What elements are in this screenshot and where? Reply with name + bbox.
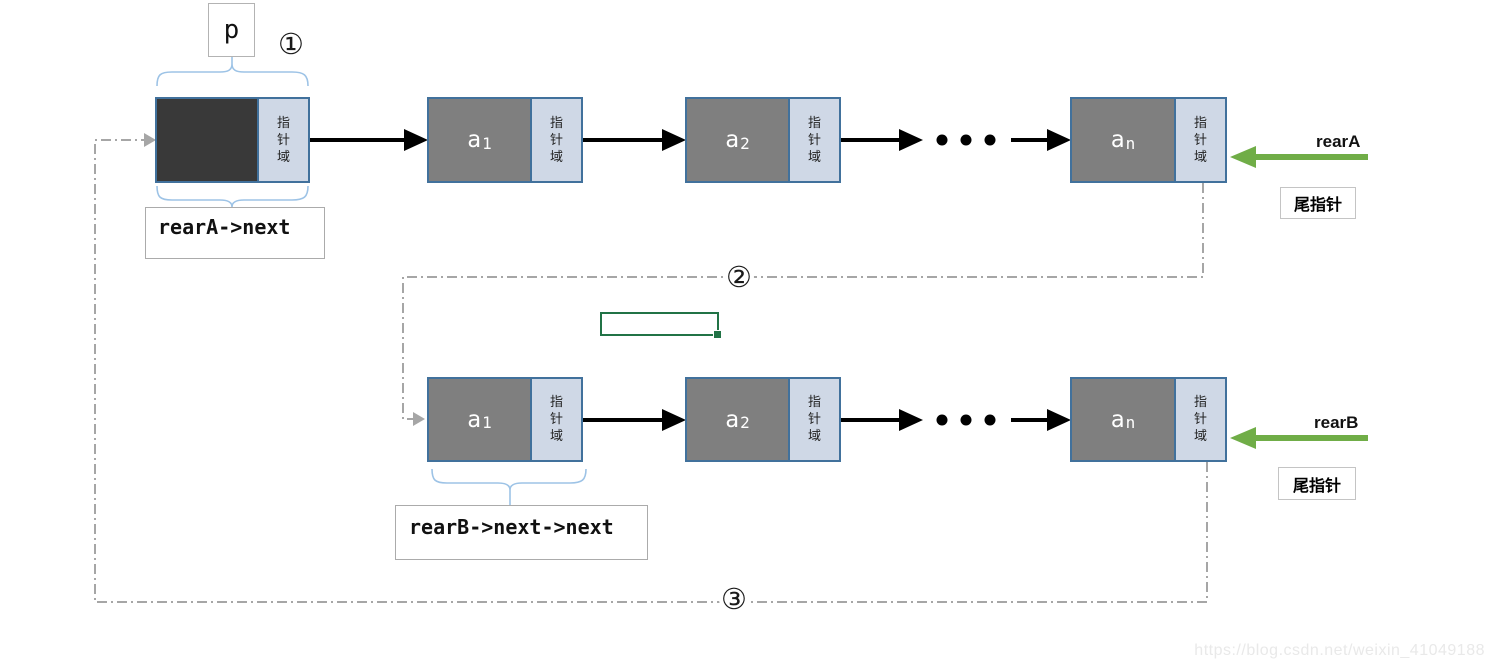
tail-pointer-b-box: 尾指针 bbox=[1278, 467, 1356, 500]
node-label-sub: n bbox=[1125, 413, 1136, 432]
arrow-bottom-dots-to-an-tip-icon bbox=[1047, 409, 1071, 431]
node-pointer-cell: 指针域 bbox=[1174, 99, 1225, 181]
rearB-next-next-label-box: rearB->next->next bbox=[395, 505, 648, 560]
arrow-head-to-a1-tip-icon bbox=[404, 129, 428, 151]
head-node: 指针域 bbox=[155, 97, 310, 183]
node-label: a bbox=[725, 406, 740, 433]
node-pointer-cell: 指针域 bbox=[530, 379, 581, 460]
node-pointer-cell: 指针域 bbox=[530, 99, 581, 181]
node-label: a bbox=[1110, 127, 1125, 153]
rearA-next-label-box: rearA->next bbox=[145, 207, 325, 259]
rearB-label: rearB bbox=[1314, 413, 1359, 432]
arrow-bottom-a2-to-dots-tip-icon bbox=[899, 409, 923, 431]
arrow-bottom-a1-to-a2-tip-icon bbox=[662, 409, 686, 431]
rearB-arrow-tip-icon bbox=[1230, 427, 1256, 449]
rearB-next-next-label: rearB->next->next bbox=[409, 515, 614, 539]
node-label: a bbox=[467, 406, 482, 433]
pointer-field-label: 指针域 bbox=[807, 395, 821, 444]
arrow-top-a2-to-dots-tip-icon bbox=[899, 129, 923, 151]
pointer-field-label: 指针域 bbox=[807, 115, 821, 165]
ellipsis-dot-top bbox=[984, 134, 996, 146]
rearA-label: rearA bbox=[1316, 132, 1361, 151]
pointer-field-label: 指针域 bbox=[1193, 115, 1207, 165]
ellipsis-dot-top bbox=[960, 134, 972, 146]
ellipsis-dot-bottom bbox=[984, 414, 996, 426]
watermark: https://blog.csdn.net/weixin_41049188 bbox=[1194, 642, 1485, 659]
brace-p-to-head bbox=[156, 57, 309, 87]
ellipsis-dot-top bbox=[936, 134, 948, 146]
p-label-box: p bbox=[208, 3, 255, 57]
node-pointer-cell: 指针域 bbox=[1174, 379, 1225, 460]
pointer-field-label: 指针域 bbox=[1193, 395, 1207, 444]
node-label: a bbox=[1110, 406, 1125, 433]
step-3-badge: ③ bbox=[719, 582, 749, 616]
arrow-top-a1-to-a2-tip-icon bbox=[662, 129, 686, 151]
node-label-sub: 1 bbox=[482, 413, 492, 432]
rearA-next-label: rearA->next bbox=[158, 215, 291, 239]
pointer-field-label: 指针域 bbox=[549, 115, 563, 165]
fill-handle-icon bbox=[713, 330, 722, 339]
node-label-sub: 1 bbox=[482, 133, 492, 153]
brace-head-to-rearA-next bbox=[156, 185, 309, 208]
step3-arrowhead-icon bbox=[144, 133, 156, 147]
node-label-sub: n bbox=[1125, 133, 1136, 153]
rearA-arrow-tip-icon bbox=[1230, 146, 1256, 168]
node-pointer-cell: 指针域 bbox=[788, 379, 839, 460]
node-label-sub: 2 bbox=[740, 413, 750, 432]
node-label: a bbox=[467, 127, 482, 153]
pointer-field-label: 指针域 bbox=[276, 115, 290, 165]
step2-dash-connector bbox=[402, 183, 1204, 420]
ellipsis-dot-bottom bbox=[960, 414, 972, 426]
selection-cell bbox=[600, 312, 722, 339]
head-node-data-cell bbox=[157, 99, 257, 181]
step-2-badge: ② bbox=[724, 260, 754, 294]
arrow-top-dots-to-an-tip-icon bbox=[1047, 129, 1071, 151]
step-1-badge: ① bbox=[276, 27, 306, 61]
tail-pointer-a-box: 尾指针 bbox=[1280, 187, 1356, 219]
node-label-sub: 2 bbox=[740, 133, 750, 153]
brace-a1-to-rearB-next-next bbox=[431, 468, 587, 505]
head-node-pointer-cell: 指针域 bbox=[257, 99, 308, 181]
node-pointer-cell: 指针域 bbox=[788, 99, 839, 181]
step2-arrowhead-icon bbox=[413, 412, 425, 426]
ellipsis-dot-bottom bbox=[936, 414, 948, 426]
node-label: a bbox=[725, 127, 740, 153]
pointer-field-label: 指针域 bbox=[549, 395, 563, 444]
p-label: p bbox=[223, 15, 240, 45]
